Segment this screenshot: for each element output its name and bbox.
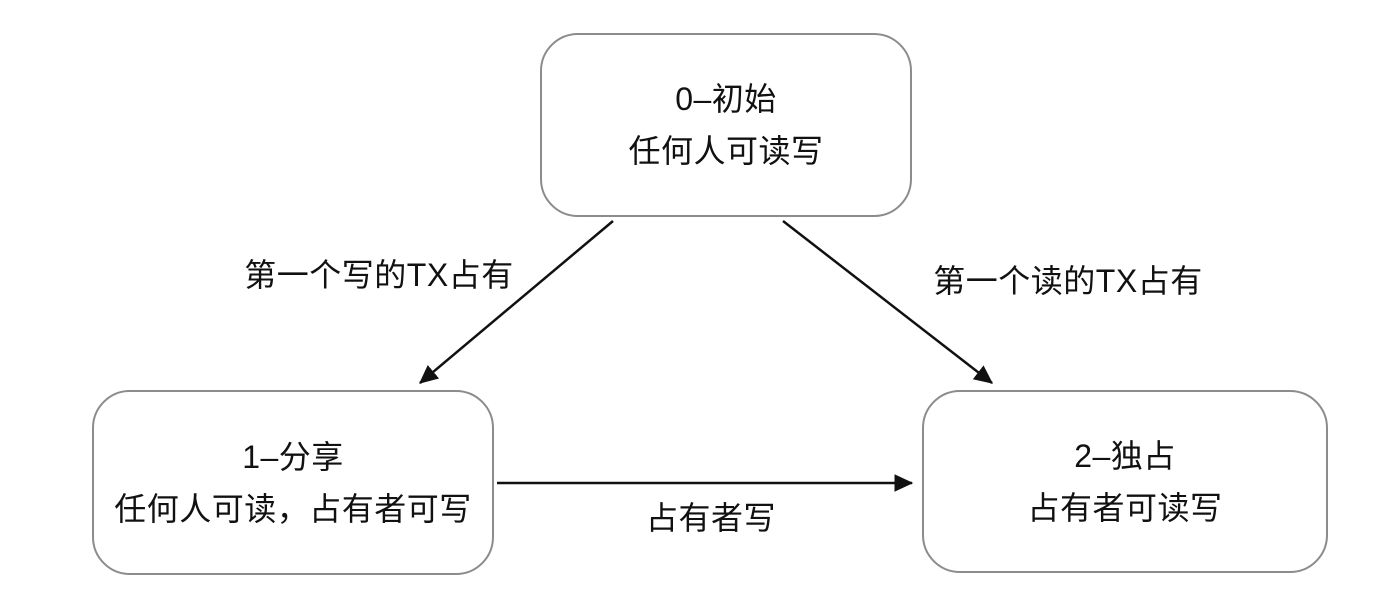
edge-label-owner-write: 占有者写 [645, 500, 777, 536]
edge-label-first-write-tx: 第一个写的TX占有 [244, 257, 514, 293]
arrow-initial-to-shared [419, 220, 614, 384]
node-title: 1–分享 [242, 438, 344, 475]
state-node-initial: 0–初始 任何人可读写 [540, 33, 912, 217]
arrow-initial-to-exclusive [782, 220, 993, 384]
node-title: 0–初始 [675, 81, 777, 117]
node-subtitle: 占有者可读写 [1027, 489, 1223, 526]
node-subtitle: 任何人可读写 [628, 133, 824, 169]
state-node-shared: 1–分享 任何人可读，占有者可写 [92, 390, 494, 575]
edge-label-first-read-tx: 第一个读的TX占有 [933, 263, 1203, 299]
node-subtitle: 任何人可读，占有者可写 [114, 490, 472, 527]
state-node-exclusive: 2–独占 占有者可读写 [922, 390, 1328, 573]
node-title: 2–独占 [1074, 437, 1176, 474]
